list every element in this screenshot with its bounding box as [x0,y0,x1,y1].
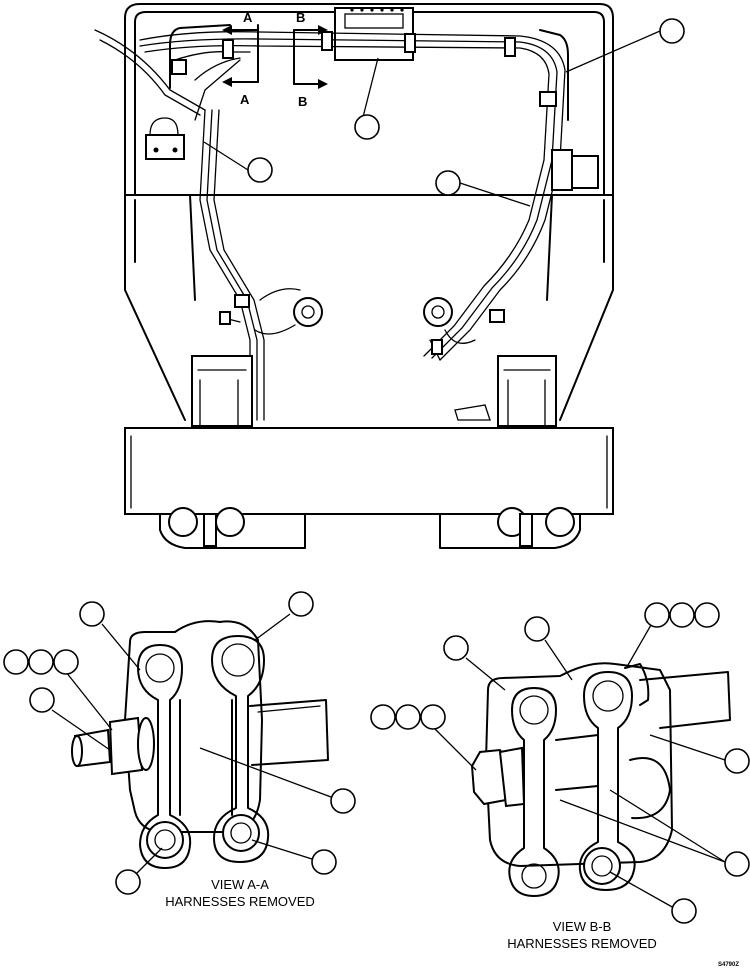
view-bb-caption: VIEW B-B HARNESSES REMOVED [482,918,682,952]
view-bb-title: VIEW B-B [552,919,612,934]
aa-shaft-box [249,699,329,766]
left-lower-bracket [191,355,253,427]
bb-hex-nut [470,746,526,808]
harness-bundle [94,29,566,421]
left-roller [159,507,306,549]
section-label-b-bottom: B [298,94,307,109]
right-lower-bracket [454,355,557,427]
section-marker-b [293,25,328,89]
bb-link-left [508,687,560,897]
aa-link-left [137,644,192,869]
section-label-a-top: A [243,10,253,25]
view-bb-detail [370,602,750,924]
right-roller [439,507,581,549]
bb-body [485,662,673,867]
base-plate [124,427,614,515]
connector-pins [350,8,404,12]
aa-bolt [71,716,155,776]
right-relay-box [551,149,599,191]
section-label-b-top: B [296,10,305,25]
section-marker-a [222,24,259,87]
view-aa-subtitle: HARNESSES REMOVED [165,894,315,909]
right-motor [423,297,476,361]
view-aa-detail [3,591,356,895]
bb-shaft-box [639,671,731,729]
view-aa-title: VIEW A-A [211,877,269,892]
aa-body [124,620,263,833]
drawing-code: S4790Z [718,962,740,968]
left-motor [219,288,323,335]
main-assembly-view: A A B B [94,3,685,549]
section-label-a-bottom: A [240,92,250,107]
view-bb-subtitle: HARNESSES REMOVED [507,936,657,951]
inner-opening [169,24,569,121]
aa-link-right [211,635,270,863]
callouts-main [203,18,685,207]
left-relay-box [145,117,185,160]
view-aa-caption: VIEW A-A HARNESSES REMOVED [140,876,340,910]
top-connector-window [344,13,404,29]
harness-clips [171,31,557,323]
bb-link-right [578,671,636,891]
